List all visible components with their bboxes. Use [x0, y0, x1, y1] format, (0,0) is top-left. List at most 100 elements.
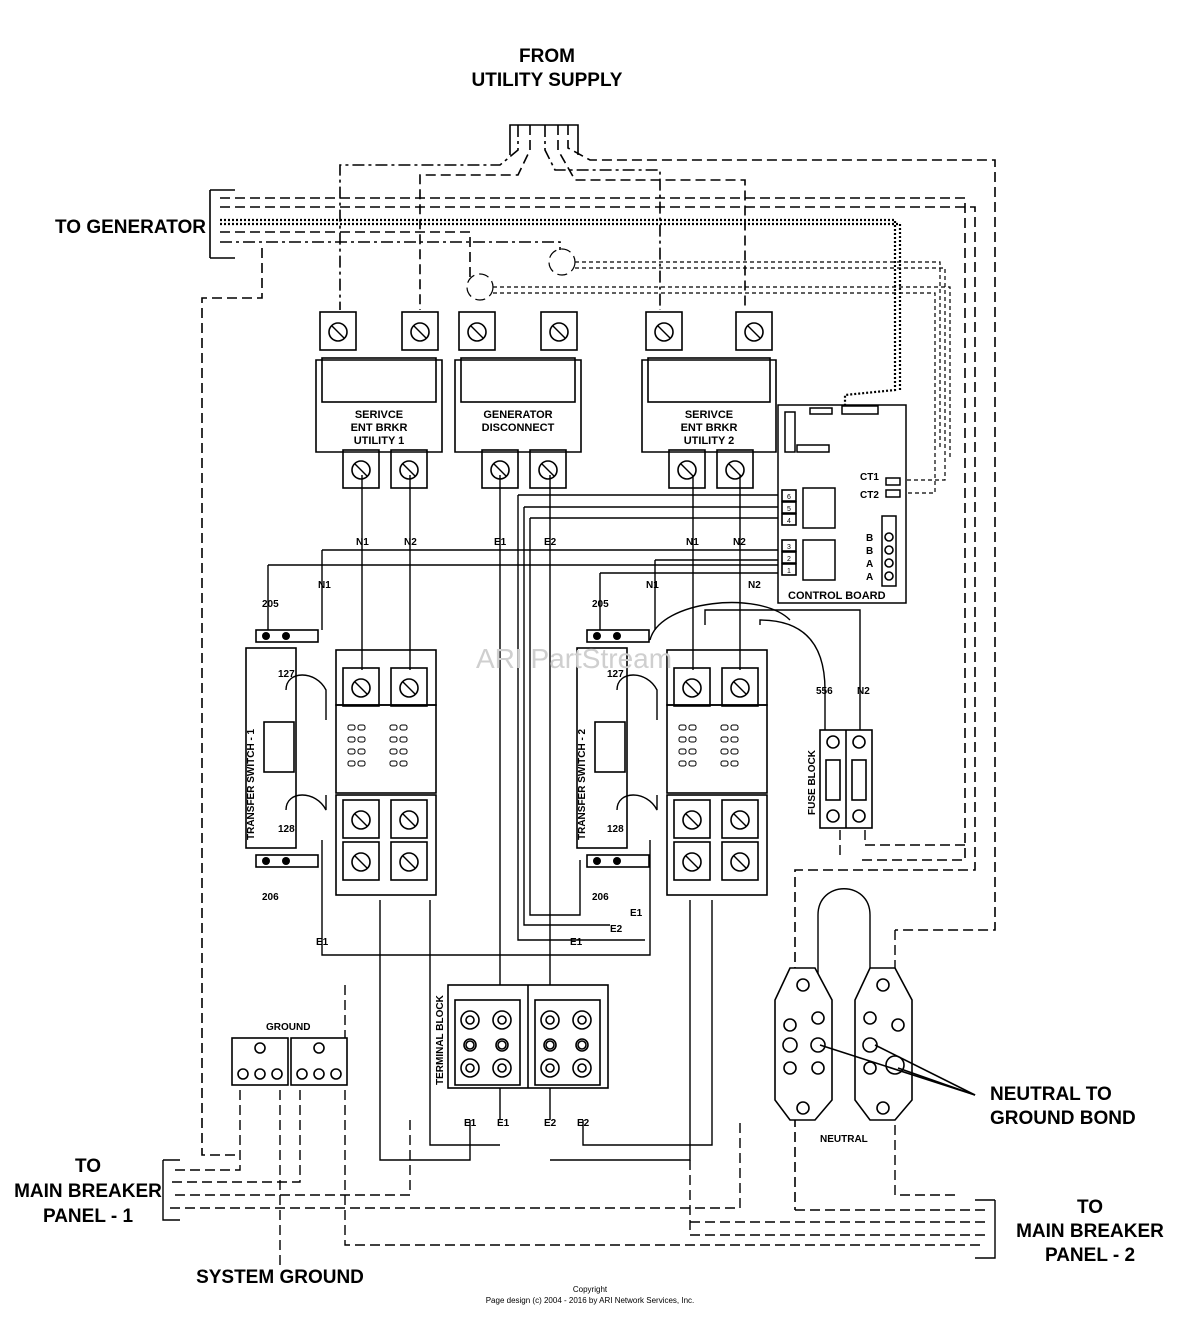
ts1-bottom-bar: [255, 854, 319, 868]
terminal-lug-6: [543, 1038, 557, 1052]
ts1-label: TRANSFER SWITCH - 1: [246, 728, 257, 840]
breaker-1-load-lug-a-slot: [354, 463, 368, 477]
fuse-block: [819, 729, 873, 829]
breaker-1-load-lug-b-slot: [402, 463, 416, 477]
ts2-vent: [720, 724, 729, 731]
ts2-bottom-lug-a-screw: [682, 810, 702, 830]
wire-label-127-b: 127: [607, 669, 624, 680]
wire-label-n1-b: N1: [686, 537, 699, 548]
ts2-bottom-lug-a-slot: [685, 813, 699, 827]
control-board-phase-label-1: B: [866, 533, 873, 544]
ts2-vent: [730, 748, 739, 755]
wire-label-n2-c: N2: [748, 580, 761, 591]
wire-label-e1-f: E1: [497, 1118, 510, 1129]
ts2-bottom-contact-0: [593, 857, 601, 865]
neutral-bond-line1: NEUTRAL TO: [990, 1084, 1112, 1105]
ts1-top-lug-b-slot: [402, 681, 416, 695]
ts2-vent: [678, 724, 687, 731]
breaker-3-label-line-3: UTILITY 2: [684, 435, 735, 447]
wire-label-n1-d: N1: [646, 580, 659, 591]
control-board-terminal-label-6: 6: [787, 494, 791, 501]
terminal-block-label: TERMINAL BLOCK: [435, 994, 446, 1085]
ts2-vent: [730, 760, 739, 767]
breaker-1-line-lug-b-screw: [410, 322, 430, 342]
wire-label-127-a: 127: [278, 669, 295, 680]
breaker-2-label-line-2: DISCONNECT: [482, 422, 555, 434]
breaker-3-line-lug-a-housing: [645, 311, 683, 351]
ts2-top-bar: [586, 629, 650, 643]
ts1-vent: [399, 748, 408, 755]
wire-label-128-a: 128: [278, 824, 295, 835]
control-board-phase-label-2: B: [866, 546, 873, 557]
ts2-vent: [688, 748, 697, 755]
panel1-line2: MAIN BREAKER: [14, 1181, 162, 1202]
terminal-lug-0: [460, 1010, 480, 1030]
to-generator-label: TO GENERATOR: [55, 217, 206, 238]
terminal-lug-inner-2: [545, 1015, 555, 1025]
ts2-label: TRANSFER SWITCH - 2: [577, 728, 588, 840]
from-utility-line1: FROM: [519, 46, 575, 67]
control-board-phase-screw-3: [884, 558, 894, 568]
ts1-wire-128: [285, 794, 327, 811]
wire-label-n2-a: N2: [404, 537, 417, 548]
wire-label-205-a: 205: [262, 599, 279, 610]
control-board-terminal-4: [781, 513, 797, 526]
ts2-top-lug-a-housing: [673, 667, 711, 707]
wire-label-206-b: 206: [592, 892, 609, 903]
wire-label-e1-d: E1: [630, 908, 643, 919]
breaker-3-load-lug-b-slot: [728, 463, 742, 477]
breaker-2-line-lug-a-housing: [458, 311, 496, 351]
ts1-top-lug-a-slot: [354, 681, 368, 695]
system-ground-label: SYSTEM GROUND: [196, 1267, 364, 1288]
terminal-lug-3: [572, 1010, 592, 1030]
breaker-1-load-lug-a-housing: [342, 449, 380, 489]
ts1-vent: [357, 736, 366, 743]
ts1-bottom-lug-d-housing: [390, 841, 428, 881]
neutral-bond-line2: GROUND BOND: [990, 1108, 1136, 1129]
ts1-vent: [389, 724, 398, 731]
breaker-3-load-lug-a-screw: [677, 460, 697, 480]
breaker-3-line-lug-a-slot: [657, 325, 671, 339]
ts1-bottom-lug-c-slot: [354, 855, 368, 869]
control-board-terminal-6: [781, 489, 797, 502]
ts2-vent: [730, 724, 739, 731]
wire-label-e1-a: E1: [494, 537, 507, 548]
breaker-2-load-lug-b-slot: [541, 463, 555, 477]
ts2-top-lug-b-screw: [730, 678, 750, 698]
terminal-lug-9: [492, 1058, 512, 1078]
ts1-top-lug-a-screw: [351, 678, 371, 698]
breaker-3-window: [647, 357, 771, 403]
ts1-top-contact-0: [262, 632, 270, 640]
ts1-vent: [399, 724, 408, 731]
wire-label-205-b: 205: [592, 599, 609, 610]
breaker-2-window: [460, 357, 576, 403]
control-board-phase-screw-4: [884, 571, 894, 581]
ts2-bottom-bar: [586, 854, 650, 868]
ts1-top-lug-b-housing: [390, 667, 428, 707]
ts2-bottom-lug-b-slot: [733, 813, 747, 827]
dashed-wiring: [162, 830, 996, 1265]
terminal-lug-inner-4: [465, 1040, 475, 1050]
ts1-bottom-housing: [335, 794, 437, 896]
breaker-2-label-line-1: GENERATOR: [483, 409, 552, 421]
breaker-3-line-lug-b-screw: [744, 322, 764, 342]
terminal-lug-inner-6: [545, 1040, 555, 1050]
breaker-2-line-lug-b-housing: [540, 311, 578, 351]
wire-label-e2-d: E2: [577, 1118, 590, 1129]
transfer-switch-2: TRANSFER SWITCH - 2: [576, 629, 768, 896]
panel2-line3: PANEL - 2: [1045, 1245, 1135, 1266]
ts2-top-lug-a-slot: [685, 681, 699, 695]
ts1-bottom-lug-d-screw: [399, 852, 419, 872]
breaker-1-label-line-1: SERIVCE: [355, 409, 403, 421]
terminal-block-lugs: [460, 1010, 592, 1078]
breaker-3-line-lug-b-slot: [747, 325, 761, 339]
ts1-bottom-contact-0: [262, 857, 270, 865]
panel2-line2: MAIN BREAKER: [1016, 1221, 1164, 1242]
breaker-2-body: [454, 359, 582, 453]
neutral-label: NEUTRAL: [820, 1134, 868, 1145]
ts2-top-contact-1: [613, 632, 621, 640]
terminal-lug-inner-3: [577, 1015, 587, 1025]
